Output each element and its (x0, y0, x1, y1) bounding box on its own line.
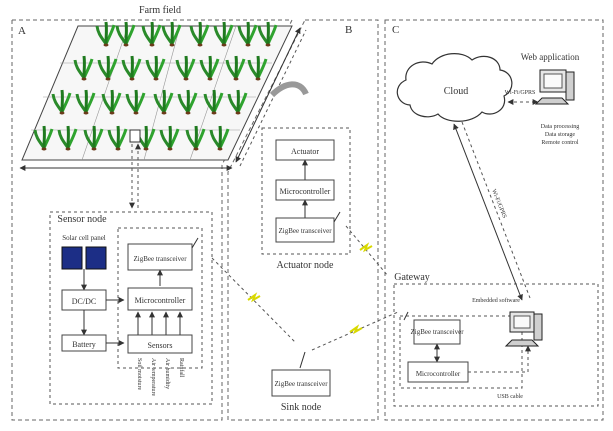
gateway: Gateway Embedded software ZigBee transce… (393, 272, 599, 407)
battery-label: Battery (72, 340, 96, 349)
wireless-links (211, 225, 399, 351)
sensor-antenna-icon (191, 237, 199, 249)
sensors-block (127, 334, 193, 354)
wireless-bolt-icon (349, 326, 363, 333)
gateway-zigbee-block (413, 319, 461, 345)
sink-node: ZigBee transceiver Sink node (271, 351, 331, 413)
sensor-zigbee-block (127, 243, 193, 271)
uplink-label: Wi-Fi/GPRS (490, 189, 507, 220)
panel-a-label: A (18, 25, 26, 37)
sensor-node-frame (49, 211, 213, 405)
solar-cell-icon (85, 246, 107, 270)
wireless-bolt-icon (359, 244, 373, 251)
sink-antenna-icon (299, 351, 306, 369)
sensor-mcu-block (127, 287, 193, 311)
sensor-node: Sensor node Solar cell panel DC/DC Batte… (49, 211, 213, 405)
gateway-zigbee-label: ZigBee transceiver (410, 328, 464, 336)
field-sensor-link (129, 143, 141, 209)
usb-label: USB cable (497, 394, 523, 400)
web-note: Remote control (541, 140, 578, 146)
sensor-name: Air humidity (164, 358, 170, 389)
sensor-sink-link (211, 257, 296, 343)
field-edge-dash (239, 29, 307, 167)
sensor-name: Rainfall (178, 358, 185, 378)
actuator-gateway-link (345, 225, 389, 277)
mcu-subframe (117, 227, 203, 369)
gateway-title: Gateway (394, 272, 430, 283)
dcdc-label: DC/DC (72, 297, 96, 306)
sensor-zigbee-label: ZigBee transceiver (133, 255, 187, 263)
sensor-name: Soil moisture (136, 358, 142, 391)
irrigation-pipe (269, 81, 309, 98)
sensor-mcu-label: Microcontroller (135, 296, 186, 305)
gateway-frame (393, 283, 599, 407)
desktop-label: Embedded software (472, 297, 520, 304)
gateway-subframe (399, 315, 523, 389)
web-link-label: Wi-Fi/GPRS (505, 90, 536, 96)
web-note: Data processing (541, 124, 580, 130)
sink-gateway-link (311, 311, 399, 351)
cloud-label: Cloud (444, 86, 468, 97)
sink-zigbee-block (271, 369, 331, 397)
panel-c: C (384, 19, 604, 421)
farm-field-title: Farm field (139, 5, 181, 16)
actuator-zigbee-label: ZigBee transceiver (278, 227, 332, 235)
actuator-mcu-label: Microcontroller (280, 187, 331, 196)
actuator-label: Actuator (291, 147, 319, 156)
sensors-block-label: Sensors (148, 341, 173, 350)
gateway-tower-icon (533, 313, 543, 341)
actuator-node-frame (261, 127, 351, 255)
cloud: Cloud (396, 53, 513, 122)
web-app-title: Web application (521, 52, 580, 62)
wireless-bolt-icon (247, 294, 261, 301)
solar-panel-label: Solar cell panel (62, 234, 106, 242)
panel-a: A (11, 19, 293, 421)
sink-zigbee-label: ZigBee transceiver (274, 380, 328, 388)
web-note: Data storage (545, 132, 575, 138)
sensor-node-title: Sensor node (57, 214, 107, 225)
farm-field: Farm field (19, 5, 307, 171)
gateway-mcu-label: Microcontroller (416, 370, 461, 378)
cloud-shape (396, 53, 513, 122)
field-probe (129, 129, 141, 143)
usb-link (468, 345, 531, 373)
actuator-zigbee-block (275, 217, 335, 243)
actuator-antenna-icon (333, 211, 341, 223)
panel-c-label: C (392, 24, 399, 36)
gateway-keyboard-icon (504, 339, 540, 347)
keyboard-icon (534, 97, 570, 105)
computer-tower-icon (565, 71, 575, 101)
solar-cell-icon (61, 246, 83, 270)
sensor-name: Air temperature (150, 358, 156, 396)
actuator-node: Actuator Microcontroller ZigBee transcei… (261, 81, 351, 271)
panel-b-label: B (345, 24, 352, 36)
sink-node-title: Sink node (281, 402, 322, 413)
field-depth-arrow (235, 27, 301, 163)
cloud-gateway-link: Wi-Fi/GPRS (453, 121, 531, 301)
web-application: Web application Wi-Fi/GPRS Data processi… (505, 52, 580, 146)
actuator-node-title: Actuator node (277, 260, 334, 271)
